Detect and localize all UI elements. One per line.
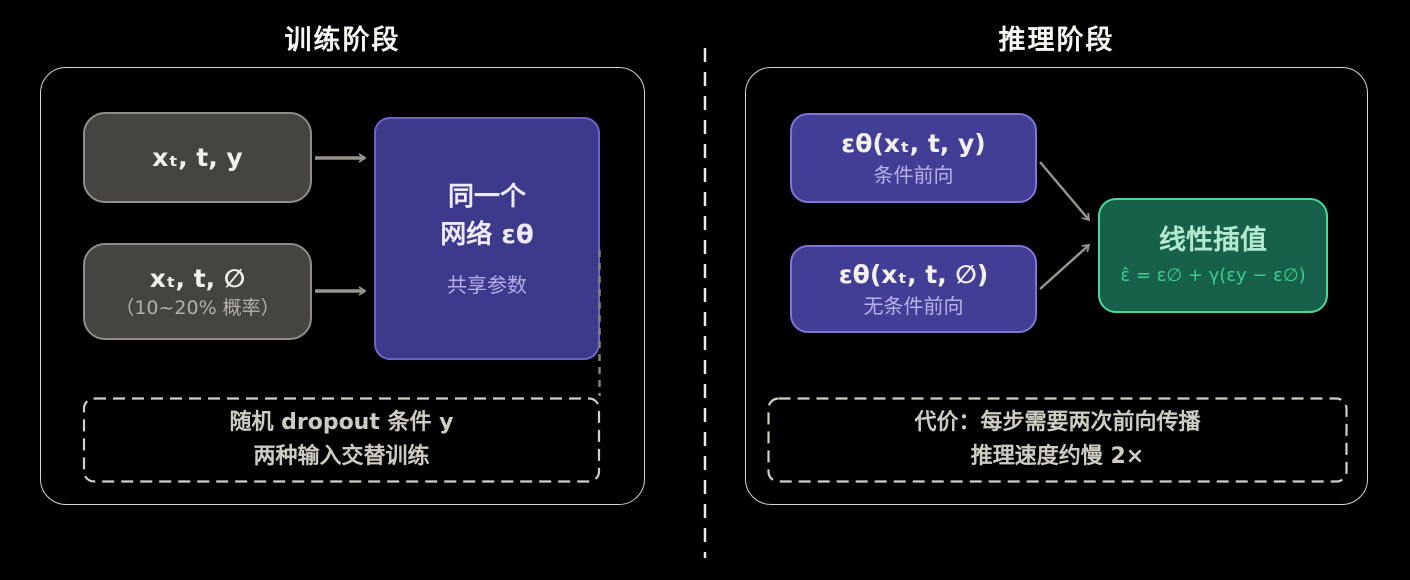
conditional-forward-caption: 条件前向: [873, 163, 954, 188]
unconditional-forward-box: εθ(xₜ, t, ∅) 无条件前向: [790, 245, 1037, 333]
linear-interpolation-title: 线性插值: [1159, 224, 1267, 256]
training-note-line2: 两种输入交替训练: [253, 444, 430, 469]
unconditional-input-label: xₜ, t, ∅: [149, 263, 246, 293]
unconditional-input-box: xₜ, t, ∅ （10~20% 概率）: [83, 243, 312, 340]
linear-interpolation-box: 线性插值 ε̂ = ε∅ + γ(εy − ε∅): [1098, 198, 1328, 313]
shared-params-caption: 共享参数: [447, 272, 527, 297]
shared-network-box: 同一个 网络 εθ 共享参数: [374, 117, 600, 360]
unconditional-forward-label: εθ(xₜ, t, ∅): [838, 259, 989, 289]
inference-note-box: 代价：每步需要两次前向传播 推理速度约慢 2×: [768, 398, 1347, 482]
network-box-line1: 同一个: [447, 182, 526, 213]
training-panel-container: [40, 67, 645, 505]
training-phase-title: 训练阶段: [284, 25, 401, 56]
network-box-line2: 网络 εθ: [440, 220, 534, 250]
cfg-formula: ε̂ = ε∅ + γ(εy − ε∅): [1120, 265, 1306, 287]
training-note-box: 随机 dropout 条件 y 两种输入交替训练: [83, 398, 600, 482]
inference-note-line1: 代价：每步需要两次前向传播: [914, 409, 1201, 435]
training-note-line1: 随机 dropout 条件 y: [229, 409, 454, 435]
inference-panel-container: [745, 67, 1368, 505]
dropout-probability-note: （10~20% 概率）: [115, 296, 280, 319]
unconditional-forward-caption: 无条件前向: [863, 294, 964, 319]
inference-note-line2: 推理速度约慢 2×: [970, 444, 1145, 469]
inference-phase-title: 推理阶段: [998, 25, 1115, 56]
conditional-input-box: xₜ, t, y: [83, 112, 312, 203]
conditional-forward-box: εθ(xₜ, t, y) 条件前向: [790, 113, 1037, 203]
conditional-forward-label: εθ(xₜ, t, y): [841, 128, 986, 158]
conditional-input-label: xₜ, t, y: [152, 142, 243, 172]
